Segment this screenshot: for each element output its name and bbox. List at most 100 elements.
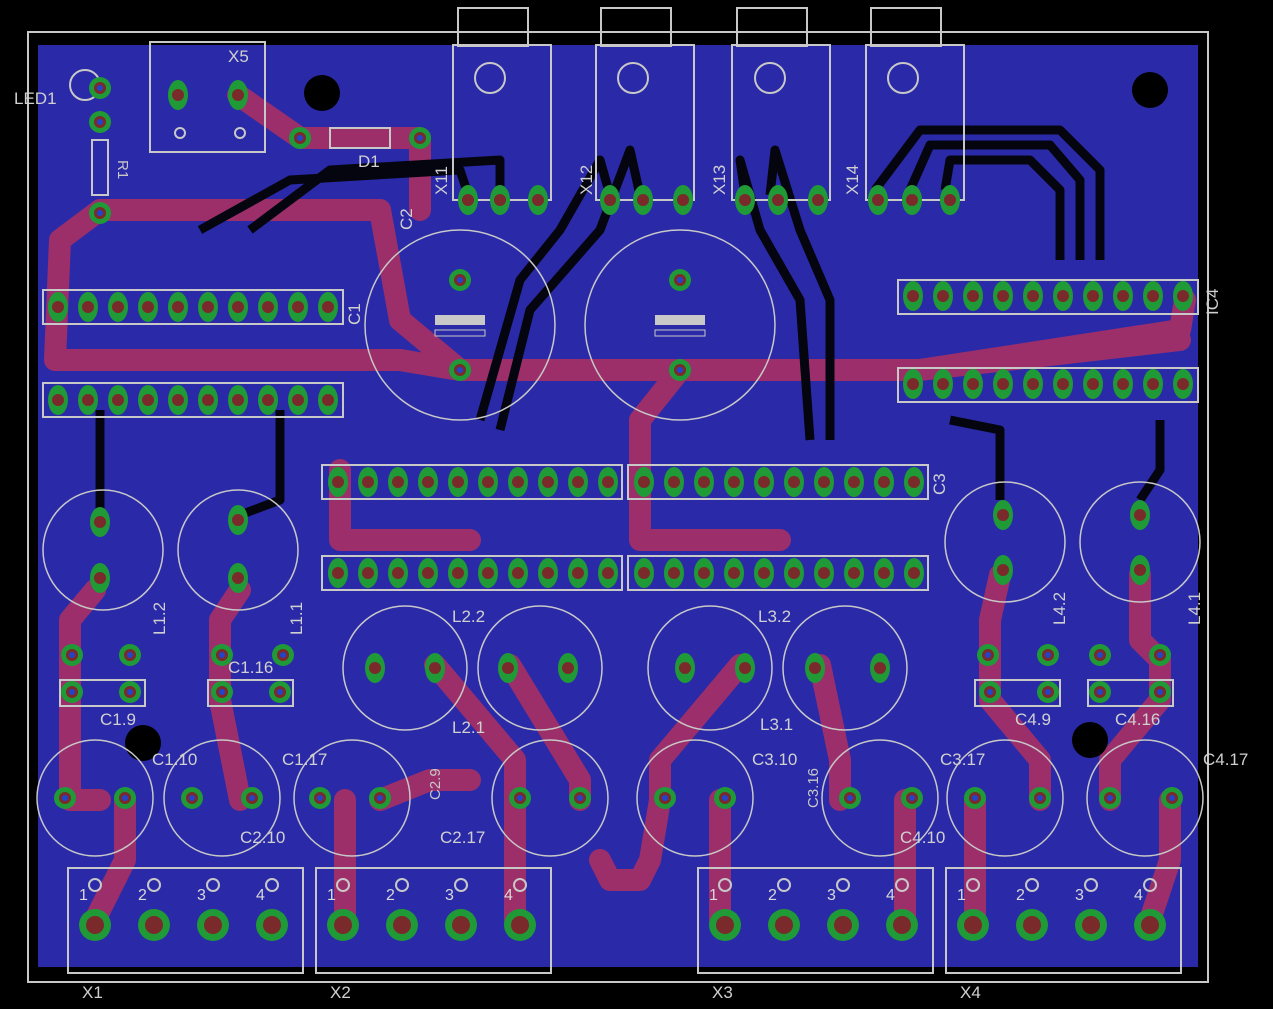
- ic-pin-pad: [258, 385, 278, 415]
- terminal-pin-number: 4: [504, 887, 513, 904]
- terminal-hole: [836, 878, 850, 892]
- output-caps: [36, 739, 1204, 857]
- terminal-hole: [1025, 878, 1039, 892]
- ic-pin-pad: [358, 467, 378, 497]
- ic-pin-pad: [478, 467, 498, 497]
- ic-pin-pad: [48, 292, 68, 322]
- ic-pin-pad: [598, 558, 618, 588]
- label-c217: C2.17: [440, 828, 485, 847]
- jack-connectors: [452, 7, 965, 201]
- ic-pin-pad: [844, 558, 864, 588]
- ic-pin-pad: [418, 558, 438, 588]
- ic-pin-pad: [933, 369, 953, 399]
- terminal-drill: [834, 916, 852, 934]
- ic-pin-pad: [78, 385, 98, 415]
- ic-pin-pad: [138, 385, 158, 415]
- terminal-drill: [511, 916, 529, 934]
- terminal-hole: [454, 878, 468, 892]
- label-x12: X12: [577, 165, 596, 195]
- label-ic4: IC4: [1203, 289, 1222, 315]
- ic-pin-pad: [138, 292, 158, 322]
- terminal-drill: [964, 916, 982, 934]
- ic-pin-pad: [78, 292, 98, 322]
- terminal-drill: [1023, 916, 1041, 934]
- ic-pin-pad: [508, 467, 528, 497]
- label-c110: C1.10: [152, 750, 197, 769]
- terminal-pin-number: 2: [1016, 887, 1025, 904]
- terminal-pin-number: 4: [886, 887, 895, 904]
- label-x13: X13: [710, 165, 729, 195]
- terminal-drill: [1141, 916, 1159, 934]
- terminal-drill: [145, 916, 163, 934]
- ic-pin-pad: [1173, 281, 1193, 311]
- terminal-hole: [1084, 878, 1098, 892]
- terminal-drill: [204, 916, 222, 934]
- terminal-pin-number: 4: [1134, 887, 1143, 904]
- ic-pin-pad: [318, 385, 338, 415]
- ic-pin-pad: [754, 558, 774, 588]
- label-r1: R1: [114, 160, 131, 179]
- terminal-drill: [716, 916, 734, 934]
- terminal-hole: [966, 878, 980, 892]
- terminal-blocks: [67, 867, 1182, 974]
- ic-pin-pad: [568, 558, 588, 588]
- label-led1: LED1: [14, 89, 57, 108]
- terminal-hole: [88, 878, 102, 892]
- label-x11: X11: [432, 166, 451, 195]
- label-x3: X3: [712, 983, 733, 1002]
- ic-pin-pad: [963, 369, 983, 399]
- label-l41: L4.1: [1185, 592, 1204, 625]
- ic-pin-pad: [1113, 369, 1133, 399]
- component-labels: X5 LED1 R1 D1 C2 C1 C3 IC4 X11 X12 X13 X…: [14, 47, 1248, 1002]
- terminal-pin-number: 2: [138, 887, 147, 904]
- terminal-drill: [1082, 916, 1100, 934]
- terminal-pin-number: 2: [768, 887, 777, 904]
- label-l32: L3.2: [758, 607, 791, 626]
- label-x5: X5: [228, 47, 249, 66]
- terminal-drill: [452, 916, 470, 934]
- ic-pin-pad: [1083, 369, 1103, 399]
- ic-pin-pad: [318, 292, 338, 322]
- terminal-hole: [895, 878, 909, 892]
- ic-pin-pad: [1023, 369, 1043, 399]
- mounting-holes: [125, 72, 1168, 761]
- ic-pin-pad: [1053, 281, 1073, 311]
- ic-pin-pad: [784, 467, 804, 497]
- terminal-hole: [265, 878, 279, 892]
- ic-pin-pad: [328, 558, 348, 588]
- ic-pin-pad: [874, 558, 894, 588]
- ic-sockets: [42, 279, 1199, 591]
- board-outline: [27, 31, 1209, 983]
- label-c117: C1.17: [282, 750, 327, 769]
- ic-pin-pad: [538, 467, 558, 497]
- ic-pin-pad: [1143, 281, 1163, 311]
- ic-pin-pad: [903, 369, 923, 399]
- ic-pin-pad: [1143, 369, 1163, 399]
- ic-pin-pad: [388, 558, 408, 588]
- ic-pin-pad: [198, 292, 218, 322]
- ic-pin-pad: [814, 558, 834, 588]
- terminal-pin-number: 3: [445, 887, 454, 904]
- label-c317: C3.17: [940, 750, 985, 769]
- ic-pin-pad: [1173, 369, 1193, 399]
- ic-pin-pad: [388, 467, 408, 497]
- ic-pin-pad: [538, 558, 558, 588]
- ic-pin-pad: [754, 467, 774, 497]
- ic-pin-pad: [168, 385, 188, 415]
- ic-pin-pad: [904, 558, 924, 588]
- ic-pin-pad: [724, 558, 744, 588]
- label-l11: L1.1: [287, 602, 306, 635]
- ic-pin-pad: [904, 467, 924, 497]
- ic-pin-pad: [508, 558, 528, 588]
- label-c417: C4.17: [1203, 750, 1248, 769]
- ic-pin-pad: [664, 558, 684, 588]
- terminal-hole: [1143, 878, 1157, 892]
- ic-pin-pad: [993, 281, 1013, 311]
- label-c29: C2.9: [427, 768, 444, 800]
- ic-pin-pad: [963, 281, 983, 311]
- terminal-hole: [513, 878, 527, 892]
- ic-pin-pad: [1113, 281, 1133, 311]
- terminal-drill: [86, 916, 104, 934]
- label-c416: C4.16: [1115, 710, 1160, 729]
